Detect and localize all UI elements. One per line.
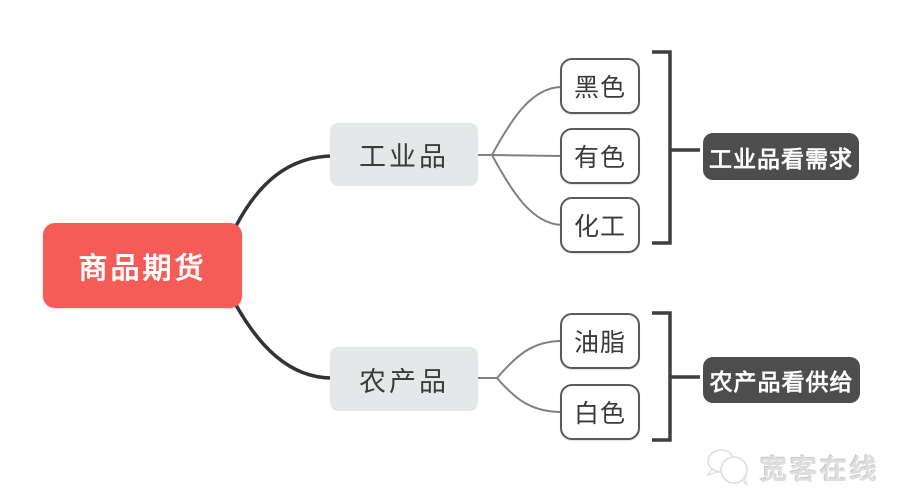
watermark-text: 宽客在线	[760, 454, 880, 485]
edge-industrial-to-chemical	[491, 154, 563, 226]
watermark: 宽客在线	[704, 446, 880, 488]
edge-agricultural-to-white	[496, 377, 563, 413]
edge-root-to-industrial	[234, 154, 336, 228]
annotation-industrial-demand: 工业品看需求	[703, 133, 859, 180]
branch-node-agricultural: 农产品	[330, 347, 478, 411]
branch-node-industrial: 工业品	[330, 123, 478, 186]
child-node-oils: 油脂	[560, 313, 640, 369]
bracket-agricultural	[652, 311, 672, 442]
child-node-black: 黑色	[560, 58, 640, 114]
edge-root-to-agricultural	[234, 303, 334, 380]
child-node-white: 白色	[560, 384, 640, 440]
edge-agricultural-to-oils	[496, 340, 563, 379]
edge-industrial-to-nonferrous	[491, 154, 563, 157]
edge-industrial-to-black	[491, 86, 563, 156]
child-node-nonferrous: 有色	[560, 128, 640, 184]
annotation-agricultural-supply: 农产品看供给	[703, 357, 860, 403]
bracket-industrial	[652, 50, 672, 245]
bubbles-logo-icon	[706, 449, 748, 486]
root-node-commodity-futures: 商品期货	[43, 223, 242, 308]
child-node-chemical: 化工	[560, 197, 640, 253]
